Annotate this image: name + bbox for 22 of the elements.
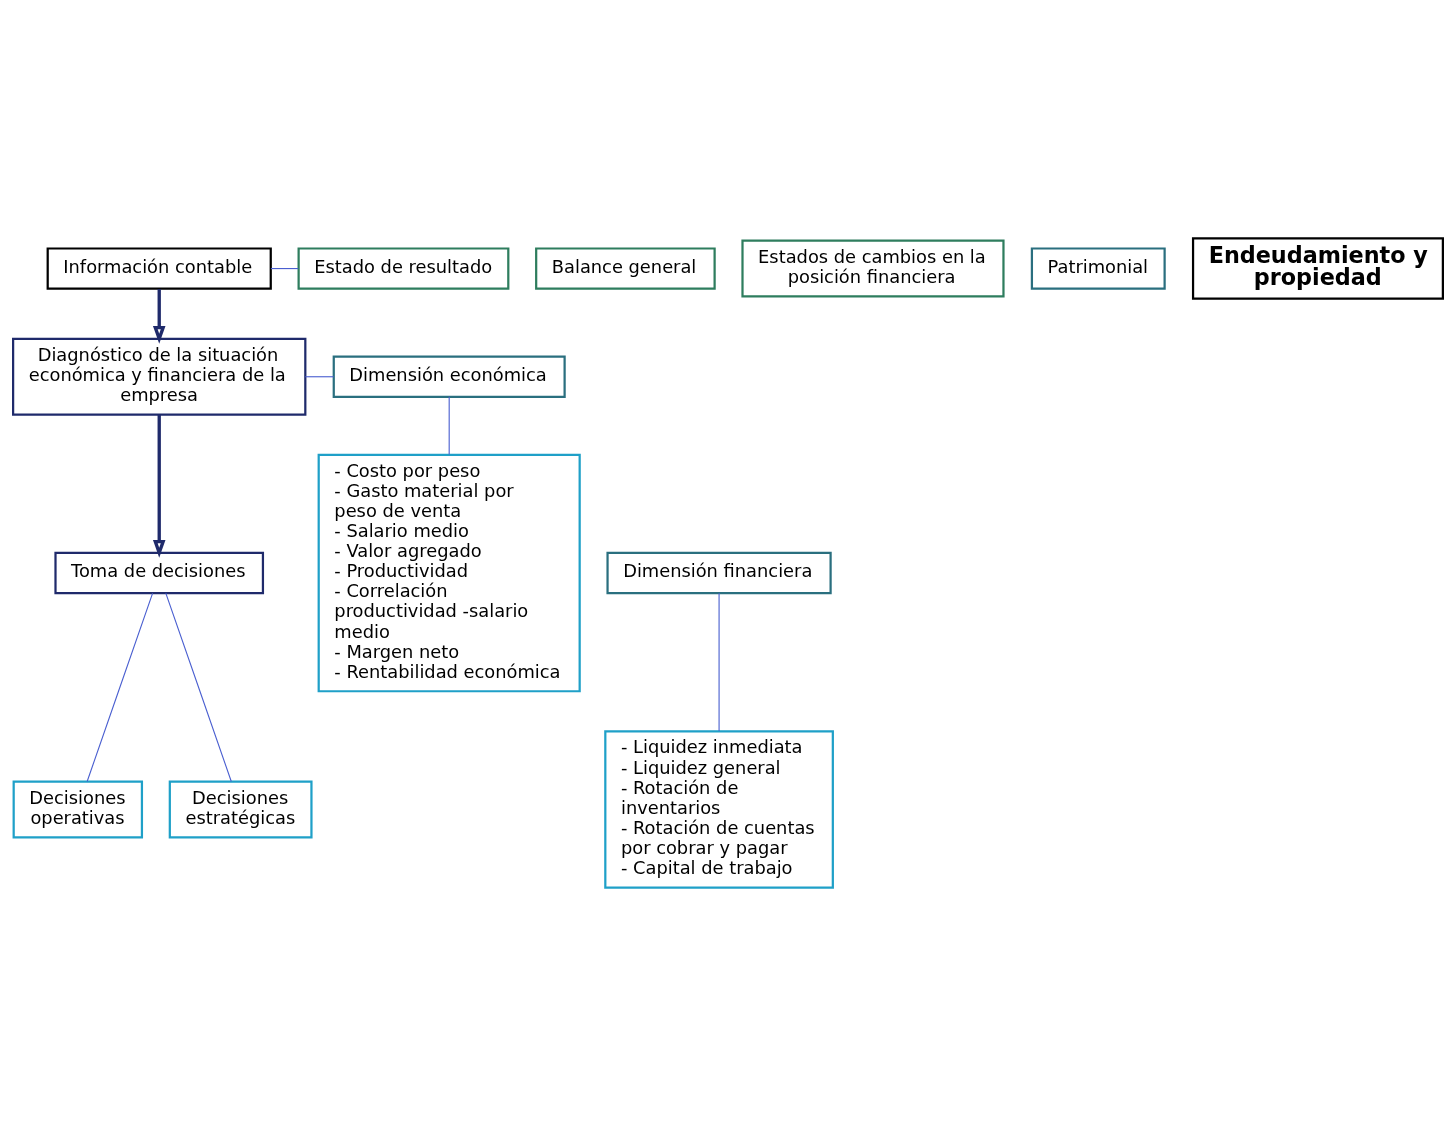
connector <box>304 376 335 378</box>
node-box: Endeudamiento y propiedad <box>1191 237 1444 300</box>
connector <box>165 592 232 783</box>
connector <box>448 396 450 456</box>
node-box: Dimensión financiera <box>606 551 832 595</box>
node-box: Información contable <box>46 247 272 290</box>
node-box: Diagnóstico de la situación económica y financiera de la empresa <box>12 337 307 416</box>
node-box: - Liquidez inmediata - Liquidez general - Rotación de inventarios - Rotación de cuentas por cobrar y pagar - Capital de trabajo <box>604 730 834 889</box>
connector <box>718 592 720 732</box>
node-box: Dimensión económica <box>332 355 566 398</box>
node-box: Decisiones estratégicas <box>168 780 313 839</box>
node-box: Estados de cambios en la posición financiera <box>741 239 1005 298</box>
connector <box>270 268 299 270</box>
arrow <box>152 289 166 344</box>
node-box: Patrimonial <box>1030 247 1166 290</box>
node-box: - Costo por peso - Gasto material por peso de venta - Salario medio - Valor agregado - Productividad - Correlación productividad -salario medio - Margen neto - Rentabilidad económica <box>317 453 581 693</box>
node-box: Estado de resultado <box>297 247 510 290</box>
arrow <box>152 414 166 558</box>
connector <box>86 592 154 783</box>
node-box: Balance general <box>535 247 716 290</box>
node-box: Decisiones operativas <box>12 780 144 839</box>
node-box: Toma de decisiones <box>54 551 265 595</box>
